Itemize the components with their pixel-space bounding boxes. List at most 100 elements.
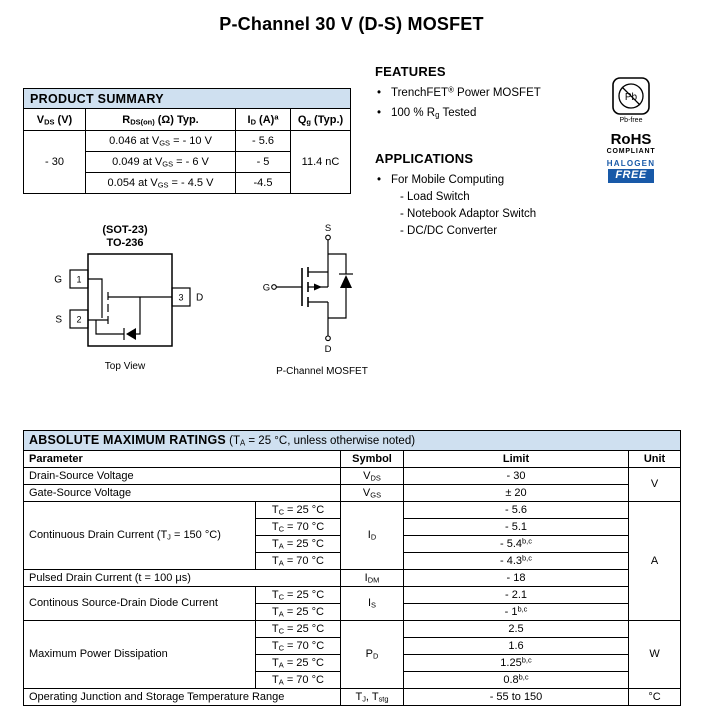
col-header-limit: Limit [403,450,629,469]
limit-cell: - 5.1 [403,518,629,537]
table-row: - 30 0.046 at VGS = - 10 V - 5.6 11.4 nC [23,130,352,194]
limit-cell: 0.8b,c [403,671,629,690]
pb-free-label: Pb-free [620,117,643,124]
drain-label: D [196,293,203,304]
col-header-unit: Unit [627,450,682,469]
pb-free-icon: Pb Pb-free [612,77,650,124]
limit-cell: - 2.1 [403,586,629,605]
rds-cell: 0.046 at VGS = - 10 V [85,130,236,152]
table-row: Continous Source-Drain Diode Current TC … [23,586,681,622]
table-row: Pulsed Drain Current (t = 100 μs) IDM - … [23,569,681,588]
pin2-box [69,309,89,329]
symbol-cell: VGS [340,484,404,503]
pb-label: Pb [625,92,638,103]
unit-cell: W [627,620,682,690]
bulk-arrow [314,283,322,291]
col-header-parameter: Parameter [23,450,341,469]
table-row: Maximum Power Dissipation TC = 25 °C PD … [23,620,682,690]
col-header-id: ID (A)a [235,108,291,131]
cond-cell: TC = 70 °C [255,637,341,656]
limit-cell: 1.6 [403,637,629,656]
symbol-cell: IDM [340,569,404,588]
cond-cell: TC = 25 °C [255,586,341,605]
vds-value-cell: - 30 [23,130,86,194]
package-code: TO-236 [106,237,144,249]
table-row: Continuous Drain Current (TJ = 150 °C) T… [23,501,682,622]
package-caption: Top View [104,361,146,372]
pin1-number: 1 [76,275,81,285]
applications-heading: APPLICATIONS [375,151,474,166]
abs-max-note: (TA = 25 °C, unless otherwise noted) [225,435,416,448]
param-cell: Drain-Source Voltage [23,467,341,486]
table-row: 0.054 at VGS = - 4.5 V -4.5 [24,172,351,194]
feature-item: 100 % Rg Tested [375,107,585,119]
package-drawing: (SOT-23) TO-236 1 2 3 G S D [30,224,220,372]
table-row: 0.049 at VGS = - 6 V - 5 [24,151,351,173]
col-header-symbol: Symbol [340,450,404,469]
table-row: ABSOLUTE MAXIMUM RATINGS (TA = 25 °C, un… [22,429,682,452]
col-header-vds: VDS (V) [23,108,86,131]
product-summary-table: PRODUCT SUMMARY VDS (V) RDS(on) (Ω) Typ.… [22,88,352,194]
mosfet-schematic: S G D P-Chann [252,222,392,377]
body-diode-icon [340,275,352,288]
unit-cell: V [627,467,682,503]
cond-cell: TA = 25 °C [255,654,341,673]
compliant-label: COMPLIANT [606,148,656,155]
symbol-cell: VDS [340,467,404,486]
param-cell: Continous Source-Drain Diode Current [23,586,256,622]
pin2-number: 2 [76,315,81,325]
schematic-caption: P-Channel MOSFET [276,366,368,377]
halogen-free-badge: FREE [608,169,654,183]
gate-label: G [54,275,62,286]
rds-cell: 0.049 at VGS = - 6 V [85,151,236,173]
limit-cell: ± 20 [403,484,629,503]
cond-cell: TA = 70 °C [255,552,341,571]
internal-mosfet-icon [88,278,172,340]
limit-cell: - 4.3b,c [403,552,629,571]
unit-cell: A [627,501,682,622]
cond-cell: TC = 25 °C [255,501,341,520]
id-cell: - 5.6 [235,130,291,152]
limit-cell: 2.5 [403,620,629,639]
limit-cell: - 30 [403,467,629,486]
application-subitem: - Notebook Adaptor Switch [400,208,537,220]
col-header-rds: RDS(on) (Ω) Typ. [85,108,236,131]
application-subitem: - Load Switch [400,191,470,203]
cond-cell: TC = 25 °C [255,620,341,639]
page-title: P-Channel 30 V (D-S) MOSFET [219,14,484,34]
abs-max-header: ABSOLUTE MAXIMUM RATINGS (TA = 25 °C, un… [22,429,682,452]
symbol-cell: ID [340,501,404,571]
rohs-label: RoHS [610,131,652,148]
feature-item: TrenchFET® Power MOSFET [375,86,585,99]
abs-max-title: ABSOLUTE MAXIMUM RATINGS [29,433,226,447]
table-row: Operating Junction and Storage Temperatu… [23,688,682,707]
cond-cell: TA = 70 °C [255,671,341,690]
source-label: S [325,223,331,234]
limit-cell: - 1b,c [403,603,629,622]
col-header-qg: Qg (Typ.) [289,108,352,131]
table-row: PRODUCT SUMMARY [22,88,352,109]
limit-cell: - 55 to 150 [403,688,629,707]
unit-cell: °C [627,688,682,707]
table-row: Gate-Source Voltage VGS ± 20 [23,484,681,503]
features-section: FEATURES TrenchFET® Power MOSFET 100 % R… [375,64,585,119]
table-row: TC = 70 °C - 5.1 [24,518,681,537]
cond-cell: TA = 25 °C [255,603,341,622]
product-summary-header: PRODUCT SUMMARY [22,88,352,109]
limit-cell: - 5.6 [403,501,629,520]
symbol-cell: PD [340,620,404,690]
package-outline-icon: 1 2 3 G S D [54,253,203,347]
id-cell: - 5 [235,151,291,173]
compliance-badges: Pb Pb-free RoHS COMPLIANT HALOGEN FREE [597,76,665,183]
mosfet-symbol-icon: S G D [263,223,353,355]
id-cell: -4.5 [235,172,291,194]
table-row: VDS (V) RDS(on) (Ω) Typ. ID (A)a Qg (Typ… [23,108,352,131]
cond-cell: TC = 70 °C [255,518,341,537]
drain-label: D [325,344,332,355]
halogen-label: HALOGEN [606,159,656,168]
table-row: Parameter Symbol Limit Unit [23,450,682,469]
param-cell: Operating Junction and Storage Temperatu… [23,688,341,707]
qg-value-cell: 11.4 nC [289,130,352,194]
param-cell: Pulsed Drain Current (t = 100 μs) [23,569,341,588]
